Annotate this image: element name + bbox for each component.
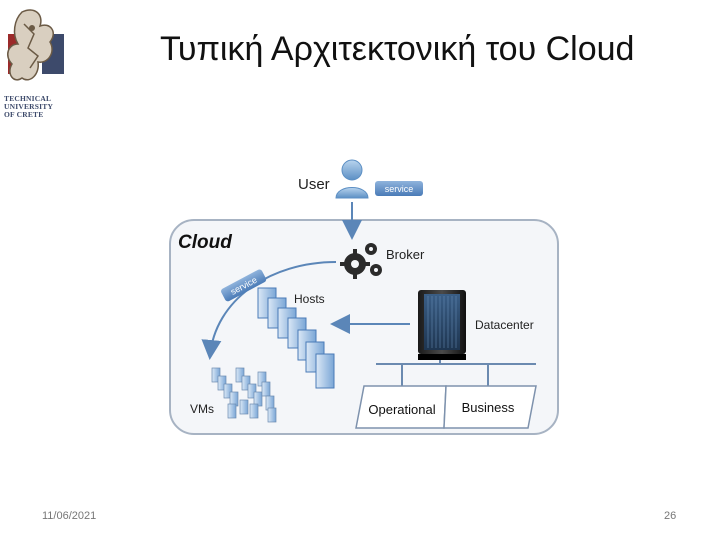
university-logo [4,4,70,124]
service-badge-label: service [385,184,414,194]
cloud-boundary [169,219,559,435]
service-badge [375,181,423,196]
logo-text-line: OF CRETE [4,110,44,119]
vms-cluster-icon [211,367,277,423]
operational-label: Operational [368,402,435,417]
logo-text-line: UNIVERSITY [4,102,54,111]
business-box [443,385,537,429]
hosts-stack-icon [257,287,335,389]
datacenter-server-icon [418,290,466,360]
cloud-label: Cloud [178,232,232,253]
slide-title: Τυπική Αρχιτεκτονική του Cloud [160,30,635,68]
broker-gears-icon [340,243,382,279]
logo-emblem-icon [7,9,64,81]
datacenter-connector [376,360,536,386]
user-label: User [298,176,330,193]
datacenter-label: Datacenter [475,318,534,332]
slide-date: 11/06/2021 [42,510,97,522]
vms-label: VMs [190,402,214,416]
slide-page-number: 26 [664,510,677,522]
broker-label: Broker [386,247,425,262]
hosts-label: Hosts [294,292,325,306]
logo-text-line: TECHNICAL [4,94,52,103]
business-label: Business [462,400,515,415]
user-icon [335,159,369,199]
logo-text: TECHNICAL UNIVERSITY OF CRETE [4,95,70,119]
